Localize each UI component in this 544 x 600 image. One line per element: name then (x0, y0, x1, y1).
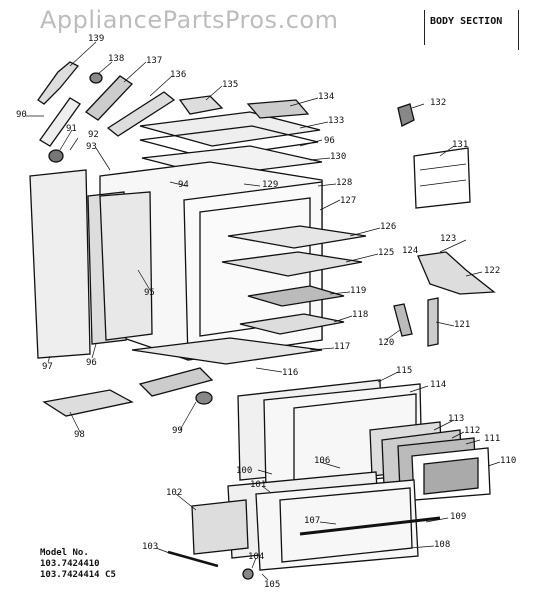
part-131 (413, 147, 471, 209)
part-120 (393, 303, 413, 337)
part-label-126: 126 (380, 222, 397, 232)
part-label-112: 112 (464, 426, 481, 436)
part-label-129: 129 (262, 180, 279, 190)
part-label-99: 99 (172, 426, 183, 436)
part-137 (84, 75, 134, 121)
part-132 (397, 103, 415, 127)
part-91 (48, 149, 64, 163)
part-label-133: 133 (328, 116, 345, 126)
part-label-100: 100 (236, 466, 253, 476)
model-line: 103.7424410 (40, 559, 100, 569)
part-label-118: 118 (352, 310, 369, 320)
part-label-107: 107 (304, 516, 321, 526)
part-label-137: 137 (146, 56, 163, 66)
part-label-120: 120 (378, 338, 395, 348)
model-heading: Model No. (40, 548, 89, 558)
part-104 (242, 568, 254, 580)
part-label-116: 116 (282, 368, 299, 378)
part-label-105: 105 (264, 580, 281, 590)
part-label-91: 91 (66, 124, 77, 134)
part-103 (167, 550, 219, 568)
section-divider (424, 10, 425, 45)
part-119 (247, 285, 345, 307)
part-126 (227, 225, 367, 249)
part-122 (417, 251, 496, 295)
part-117 (131, 337, 323, 365)
part-label-131: 131 (452, 140, 469, 150)
part-102 (191, 499, 249, 555)
part-label-117: 117 (334, 342, 351, 352)
part-label-134: 134 (318, 92, 335, 102)
part-96-top (139, 125, 319, 159)
part-label-111: 111 (484, 434, 501, 444)
part-label-132: 132 (430, 98, 447, 108)
part-95 (99, 191, 153, 341)
part-139 (37, 61, 80, 105)
part-label-110: 110 (500, 456, 517, 466)
part-label-104: 104 (248, 552, 265, 562)
part-label-106: 106 (314, 456, 331, 466)
part-label-122: 122 (484, 266, 501, 276)
part-label-108: 108 (434, 540, 451, 550)
part-109 (299, 516, 441, 536)
part-label-101: 101 (250, 480, 267, 490)
part-118 (239, 313, 345, 335)
section-title: BODY SECTION (430, 16, 503, 27)
part-label-135: 135 (222, 80, 239, 90)
part-label-115: 115 (396, 366, 413, 376)
part-136 (106, 91, 176, 137)
model-number-block: Model No. 103.7424410 103.7424414 C5 (40, 548, 116, 581)
section-divider (518, 10, 519, 50)
part-98 (42, 389, 134, 417)
part-label-125: 125 (378, 248, 395, 258)
part-label-121: 121 (454, 320, 471, 330)
part-label-97: 97 (42, 362, 53, 372)
part-label-102: 102 (166, 488, 183, 498)
part-label-95: 95 (144, 288, 155, 298)
part-108 (255, 479, 419, 571)
part-label-139: 139 (88, 34, 105, 44)
part-label-124: 124 (402, 246, 419, 256)
part-label-128: 128 (336, 178, 353, 188)
part-label-90: 90 (16, 110, 27, 120)
part-99 (138, 367, 214, 397)
model-line: 103.7424414 C5 (40, 570, 116, 580)
part-90 (39, 97, 81, 147)
watermark: AppliancePartsPros.com (40, 6, 339, 34)
part-label-127: 127 (340, 196, 357, 206)
part-label-103: 103 (142, 542, 159, 552)
part-label-109: 109 (450, 512, 467, 522)
part-label-136: 136 (170, 70, 187, 80)
part-label-114: 114 (430, 380, 447, 390)
part-label-96-top: 96 (324, 136, 335, 146)
part-label-123: 123 (440, 234, 457, 244)
part-label-92: 92 (88, 130, 99, 140)
part-label-130: 130 (330, 152, 347, 162)
part-135 (178, 95, 224, 115)
part-125 (221, 251, 363, 277)
part-label-94: 94 (178, 180, 189, 190)
part-97 (29, 169, 91, 359)
part-label-119: 119 (350, 286, 367, 296)
part-134 (246, 99, 310, 119)
part-label-93: 93 (86, 142, 97, 152)
part-label-138: 138 (108, 54, 125, 64)
part-label-98: 98 (74, 430, 85, 440)
part-label-96: 96 (86, 358, 97, 368)
part-121 (427, 297, 439, 347)
part-label-113: 113 (448, 414, 465, 424)
part-138 (89, 72, 103, 84)
